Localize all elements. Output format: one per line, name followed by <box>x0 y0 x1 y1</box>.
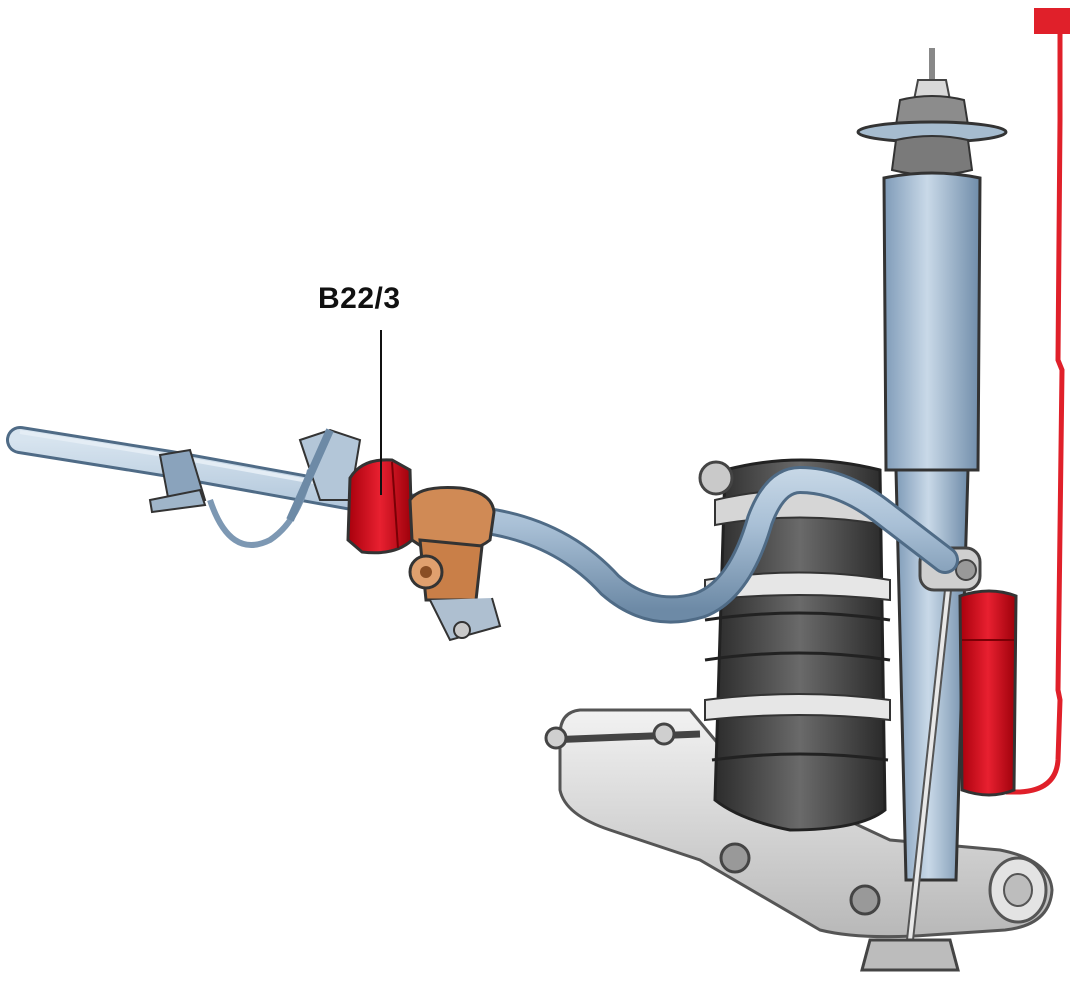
shock-absorber <box>856 48 1008 882</box>
red-reservoir <box>958 589 1018 797</box>
red-cable <box>1006 8 1070 795</box>
orange-clamp <box>408 486 502 642</box>
callout-label: B22/3 <box>318 282 401 315</box>
air-spring <box>704 458 891 832</box>
